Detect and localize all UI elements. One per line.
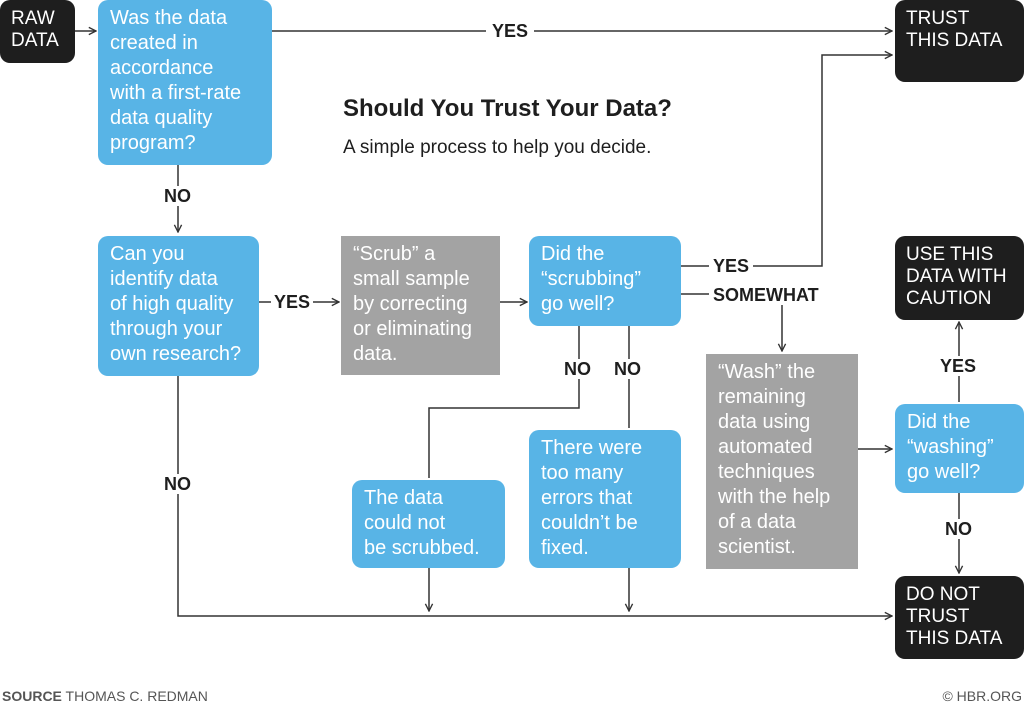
label-yes-scrubbing: YES [709, 256, 754, 276]
source-credit: SOURCE THOMAS C. REDMAN [2, 688, 208, 704]
node-trust: TRUST THIS DATA [895, 0, 1024, 82]
arrow-q3-yes-trust [681, 55, 892, 267]
label-no-identify: NO [162, 474, 193, 494]
label-somewhat-scrubbing: SOMEWHAT [709, 285, 823, 305]
diagram-subtitle: A simple process to help you decide. [343, 137, 652, 158]
label-yes-identify: YES [271, 292, 314, 312]
label-yes-washing: YES [937, 356, 980, 376]
source-label: SOURCE [2, 688, 62, 704]
label-no-washing: NO [942, 519, 975, 539]
node-q-scrubbing: Did the “scrubbing” go well? [529, 236, 681, 326]
label-yes-first-rate: YES [486, 21, 535, 41]
copyright-credit: © HBR.ORG [942, 688, 1022, 704]
node-raw-data: RAW DATA [0, 0, 75, 63]
node-q-identify: Can you identify data of high quality th… [98, 236, 259, 376]
node-caution: USE THIS DATA WITH CAUTION [895, 236, 1024, 320]
diagram-title: Should You Trust Your Data? [343, 95, 672, 122]
node-q-washing: Did the “washing” go well? [895, 404, 1024, 493]
label-no-scrubbing-right: NO [612, 359, 643, 379]
arrow-q2-no-donot [177, 376, 892, 616]
node-too-many-errors: There were too many errors that couldn’t… [529, 430, 681, 568]
node-q-first-rate: Was the data created in accordance with … [98, 0, 272, 165]
node-could-not-scrub: The data could not be scrubbed. [352, 480, 505, 568]
label-no-scrubbing-left: NO [562, 359, 593, 379]
source-name: THOMAS C. REDMAN [65, 688, 208, 704]
label-no-first-rate: NO [162, 186, 193, 206]
node-wash: “Wash” the remaining data using automate… [706, 354, 858, 569]
node-do-not-trust: DO NOT TRUST THIS DATA [895, 576, 1024, 659]
node-scrub: “Scrub” a small sample by correcting or … [341, 236, 500, 375]
